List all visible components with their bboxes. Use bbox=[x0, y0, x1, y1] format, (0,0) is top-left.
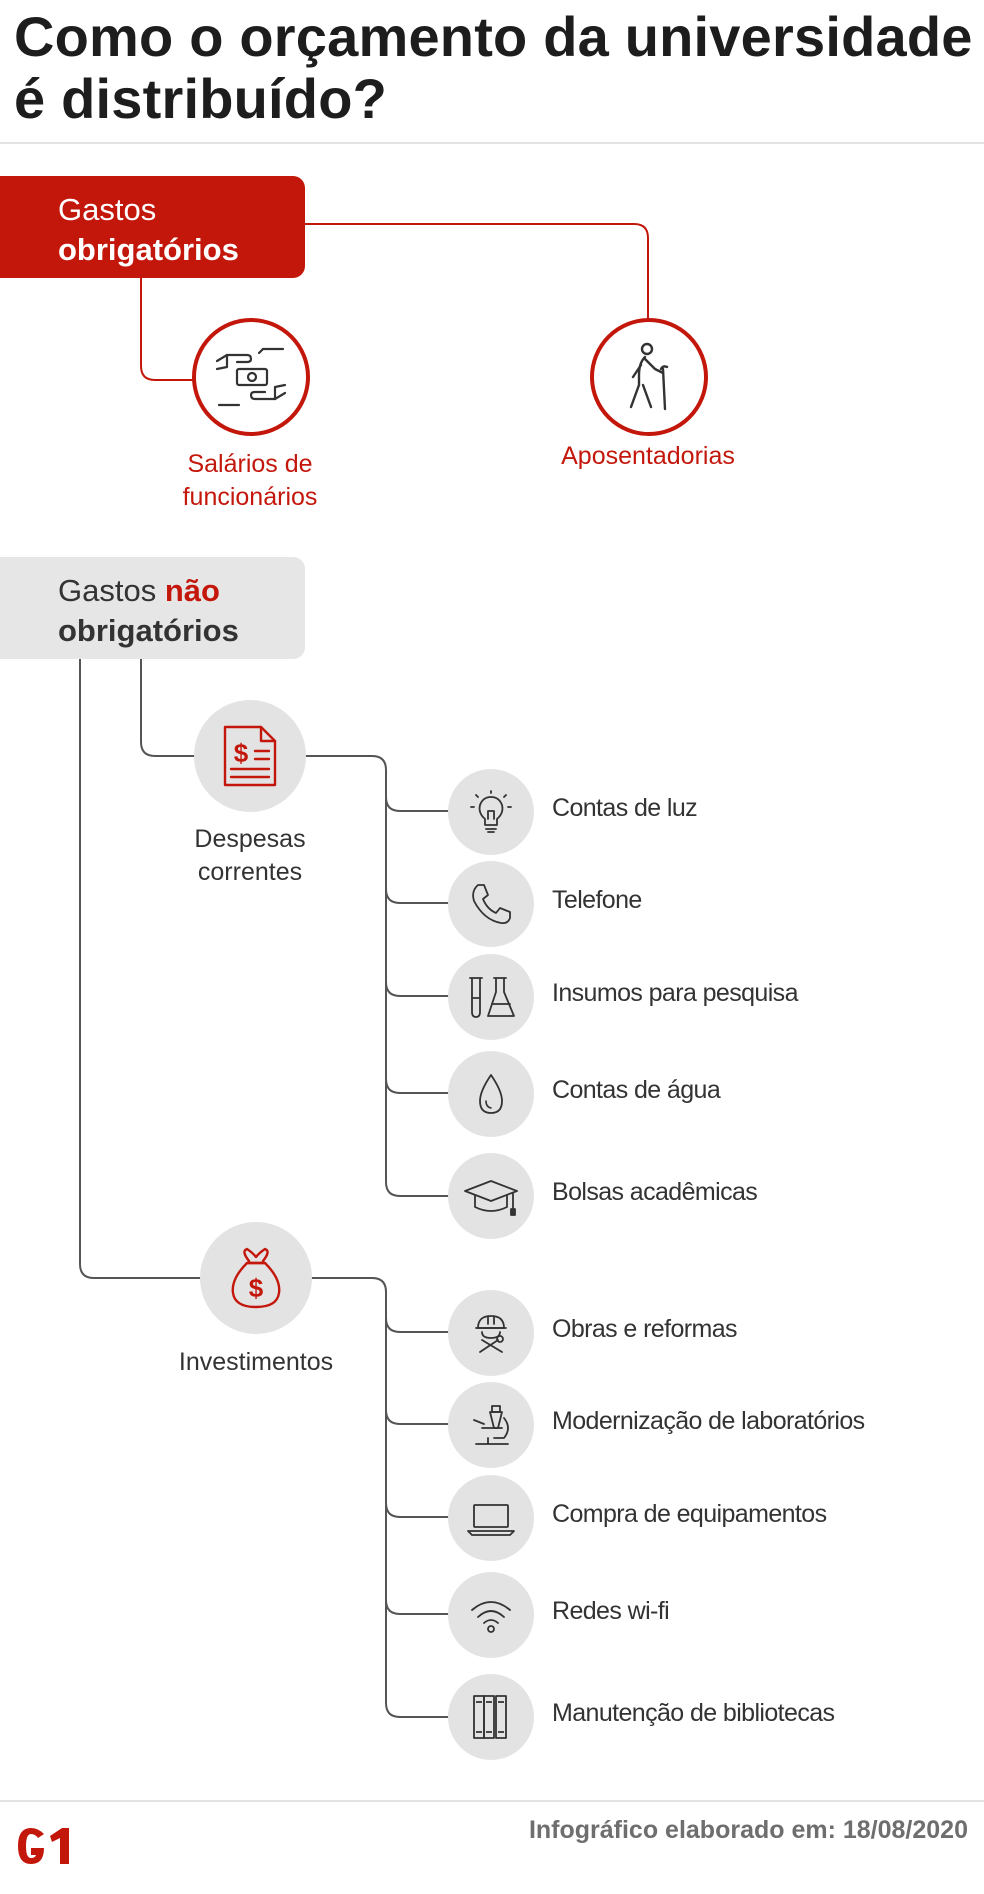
salaries-label-line-1: Salários de bbox=[187, 450, 313, 478]
item-label-phone: Telefone bbox=[552, 886, 642, 914]
lightbulb-icon bbox=[470, 790, 512, 833]
salaries-label: Salários de funcionários bbox=[150, 448, 350, 514]
money-exchange-icon bbox=[215, 347, 287, 407]
mandatory-label-line-1: Gastos bbox=[58, 192, 157, 227]
pensions-circle bbox=[590, 318, 708, 436]
money-bag-icon: $ bbox=[231, 1247, 281, 1309]
item-circle-equipment bbox=[448, 1475, 534, 1561]
item-label-water: Contas de água bbox=[552, 1076, 721, 1104]
item-label-electricity: Contas de luz bbox=[552, 794, 698, 822]
item-label-wifi: Redes wi-fi bbox=[552, 1597, 670, 1625]
title-line-1: Como o orçamento da universidade bbox=[14, 5, 973, 68]
item-circle-labs bbox=[448, 1382, 534, 1468]
footer-divider bbox=[0, 1800, 984, 1802]
item-circle-libraries bbox=[448, 1674, 534, 1760]
investments-circle: $ bbox=[200, 1222, 312, 1334]
non-mandatory-word-gastos: Gastos bbox=[58, 573, 157, 608]
item-circle-electricity bbox=[448, 769, 534, 855]
item-label-labs: Modernização de laboratórios bbox=[552, 1407, 865, 1435]
graduation-cap-icon bbox=[464, 1180, 518, 1216]
non-mandatory-word-nao: não bbox=[164, 573, 220, 608]
non-mandatory-label-line-2: obrigatórios bbox=[58, 613, 239, 648]
page-title: Como o orçamento da universidade é distr… bbox=[14, 6, 973, 129]
microscope-icon bbox=[473, 1405, 509, 1445]
item-label-scholarships: Bolsas acadêmicas bbox=[552, 1178, 758, 1206]
lab-flask-icon bbox=[469, 977, 515, 1018]
svg-text:$: $ bbox=[234, 738, 249, 768]
salaries-circle bbox=[192, 318, 310, 436]
mandatory-label-line-2: obrigatórios bbox=[58, 232, 239, 267]
books-icon bbox=[473, 1695, 507, 1739]
title-line-2: é distribuído? bbox=[14, 66, 388, 130]
item-label-equipment: Compra de equipamentos bbox=[552, 1500, 827, 1528]
non-mandatory-label-line-1: Gastos não bbox=[58, 571, 305, 611]
current-expenses-label-line-1: Despesas bbox=[194, 825, 306, 853]
current-expenses-circle: $ bbox=[194, 700, 306, 812]
wifi-icon bbox=[471, 1601, 511, 1633]
item-circle-scholarships bbox=[448, 1153, 534, 1239]
elderly-person-icon bbox=[629, 342, 669, 411]
g1-logo bbox=[14, 1824, 76, 1873]
svg-text:$: $ bbox=[249, 1273, 264, 1303]
item-circle-wifi bbox=[448, 1572, 534, 1658]
pensions-label: Aposentadorias bbox=[561, 442, 735, 470]
water-drop-icon bbox=[479, 1074, 503, 1114]
item-circle-research-supplies bbox=[448, 954, 534, 1040]
investments-label: Investimentos bbox=[178, 1348, 334, 1376]
current-expenses-label-line-2: correntes bbox=[197, 858, 303, 886]
footer-credit: Infográfico elaborado em: 18/08/2020 bbox=[528, 1816, 968, 1844]
item-circle-construction bbox=[448, 1290, 534, 1376]
construction-icon bbox=[475, 1315, 507, 1353]
phone-icon bbox=[472, 884, 511, 925]
item-label-research-supplies: Insumos para pesquisa bbox=[552, 979, 798, 1007]
salaries-label-line-2: funcionários bbox=[182, 483, 318, 511]
current-expenses-label: Despesas correntes bbox=[150, 823, 350, 889]
header-divider bbox=[0, 142, 984, 144]
g1-logo-icon bbox=[18, 1828, 69, 1864]
item-circle-phone bbox=[448, 861, 534, 947]
laptop-icon bbox=[467, 1504, 515, 1536]
item-label-construction: Obras e reformas bbox=[552, 1315, 738, 1343]
item-label-libraries: Manutenção de bibliotecas bbox=[552, 1699, 835, 1727]
non-mandatory-expenses-box: Gastos não obrigatórios bbox=[0, 557, 305, 659]
invoice-dollar-icon: $ bbox=[223, 725, 277, 787]
mandatory-expenses-box: Gastos obrigatórios bbox=[0, 176, 305, 278]
item-circle-water bbox=[448, 1051, 534, 1137]
